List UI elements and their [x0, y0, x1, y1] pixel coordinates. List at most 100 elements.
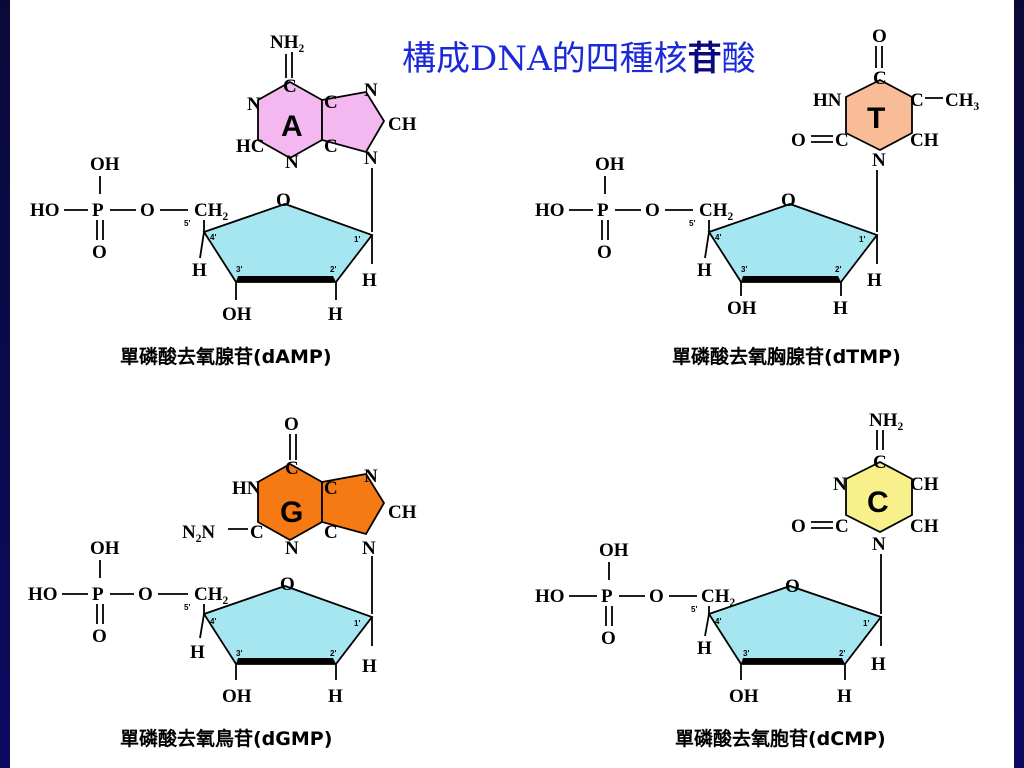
phosphate-oh: OH [90, 154, 120, 175]
phosphate-p: P [601, 586, 613, 607]
thymine-n1: N [872, 150, 886, 171]
sugar-phosphate-dgmp: OH HO P O O CH₂ 5' O 1' 4' 3' 2' H H OH … [28, 538, 377, 707]
c5-label: 5' [184, 219, 190, 228]
c4-label: 4' [715, 233, 721, 242]
adenine-n1: N [247, 94, 261, 115]
guanine-n1: HN [232, 478, 261, 499]
adenine-c6: C [283, 76, 297, 97]
cytosine-n1: N [872, 534, 886, 555]
c2-label: 2' [330, 649, 336, 658]
c4-label: 4' [210, 617, 216, 626]
c4-h: H [697, 260, 712, 281]
phosphate-ho: HO [535, 586, 565, 607]
c2-label: 2' [835, 265, 841, 274]
c5-label: 5' [184, 603, 190, 612]
ester-o: O [138, 584, 153, 605]
phosphate-ho: HO [30, 200, 60, 221]
slide-title: 構成DNA的四種核苷酸 [402, 39, 756, 79]
thymine-ring [845, 78, 913, 152]
ch2: CH₂ [699, 200, 734, 221]
c5-label: 5' [689, 219, 695, 228]
ch2: CH₂ [194, 584, 229, 605]
c4-h: H [192, 260, 207, 281]
c3-oh: OH [222, 304, 252, 325]
c5-label: 5' [691, 605, 697, 614]
ester-o: O [645, 200, 660, 221]
c3-oh: OH [727, 298, 757, 319]
phosphate-oh: OH [599, 540, 629, 561]
c1-h: H [867, 270, 882, 291]
c4-label: 4' [210, 233, 216, 242]
c4-label: 4' [715, 617, 721, 626]
guanine-n9: N [362, 538, 376, 559]
c1-label: 1' [354, 619, 360, 628]
adenine-five-ring [321, 91, 386, 154]
c1-h: H [362, 270, 377, 291]
thymine-n3: HN [813, 90, 842, 111]
thymine-c2: C [835, 130, 849, 151]
cytosine-c2: C [835, 516, 849, 537]
c2-h: H [328, 686, 343, 707]
phosphate-p: P [597, 200, 609, 221]
guanine-o6: O [284, 414, 299, 435]
sugar-phosphate-dtmp: OH HO P O O CH₂ 5' O 1' 4' 3' 2' H H OH … [535, 154, 882, 319]
c4-h: H [190, 642, 205, 663]
guanine-c2: C [250, 522, 264, 543]
c2-h: H [328, 304, 343, 325]
ring-oxygen: O [276, 190, 291, 211]
phosphate-p: P [92, 584, 104, 605]
adenine-c4: C [324, 136, 338, 157]
nucleotide-diagram: 構成DNA的四種核苷酸 NH₂ C N HC N C C N CH N A O … [28, 26, 980, 750]
nucleotide-dtmp: O C HN C CH₃ CH C O N T [791, 26, 980, 232]
adenine-n7: N [364, 80, 378, 101]
cytosine-n3: N [833, 474, 847, 495]
adenine-n9: N [364, 148, 378, 169]
phosphate-o-double: O [92, 626, 107, 647]
thymine-o4: O [872, 26, 887, 47]
nucleotide-dcmp: NH₂ C N CH CH C O N C [791, 410, 939, 614]
adenine-amino: NH₂ [270, 32, 305, 53]
phosphate-o-double: O [92, 242, 107, 263]
c4-h: H [697, 638, 712, 659]
guanine-n7: N [364, 466, 378, 487]
ring-oxygen: O [781, 190, 796, 211]
guanine-n3: N [285, 538, 299, 559]
phosphate-o-double: O [597, 242, 612, 263]
nucleotide-dgmp: O C HN C N₂N N C C N CH N G [182, 414, 417, 614]
slide: 構成DNA的四種核苷酸 NH₂ C N HC N C C N CH N A O … [10, 0, 1014, 768]
caption-dcmp: 單磷酸去氧胞苷(dCMP) [675, 727, 886, 750]
base-letter-c: C [867, 486, 889, 519]
phosphate-o-double: O [601, 628, 616, 649]
ch2: CH₂ [194, 200, 229, 221]
thymine-c6: CH [910, 130, 939, 151]
adenine-c2: HC [236, 136, 265, 157]
sugar-phosphate-dcmp: OH HO P O O CH₂ 5' O 1' 4' 3' 2' H H OH … [535, 540, 886, 707]
c3-oh: OH [222, 686, 252, 707]
c2-label: 2' [330, 265, 336, 274]
c1-label: 1' [859, 235, 865, 244]
ring-oxygen: O [785, 576, 800, 597]
c2-h: H [837, 686, 852, 707]
adenine-n3: N [285, 152, 299, 173]
caption-dtmp: 單磷酸去氧胸腺苷(dTMP) [672, 345, 901, 368]
phosphate-ho: HO [535, 200, 565, 221]
ring-oxygen: O [280, 574, 295, 595]
c3-oh: OH [729, 686, 759, 707]
c2-label: 2' [839, 649, 845, 658]
deoxyribose-ring [202, 203, 374, 283]
cytosine-c4: C [873, 452, 887, 473]
adenine-c5: C [324, 92, 338, 113]
guanine-c6: C [285, 458, 299, 479]
c3-label: 3' [236, 265, 242, 274]
sugar-phosphate-damp: OH HO P O O CH₂ 5' O 1' 4' 3' 2' H H OH … [30, 154, 377, 325]
cytosine-o2: O [791, 516, 806, 537]
guanine-c4: C [324, 522, 338, 543]
base-letter-t: T [867, 102, 885, 135]
ester-o: O [140, 200, 155, 221]
cytosine-c6: CH [910, 516, 939, 537]
thymine-c4: C [873, 68, 887, 89]
base-letter-g: G [280, 496, 303, 529]
slide-frame-right [1014, 0, 1024, 768]
guanine-amino: N₂N [182, 522, 215, 543]
c1-h: H [362, 656, 377, 677]
